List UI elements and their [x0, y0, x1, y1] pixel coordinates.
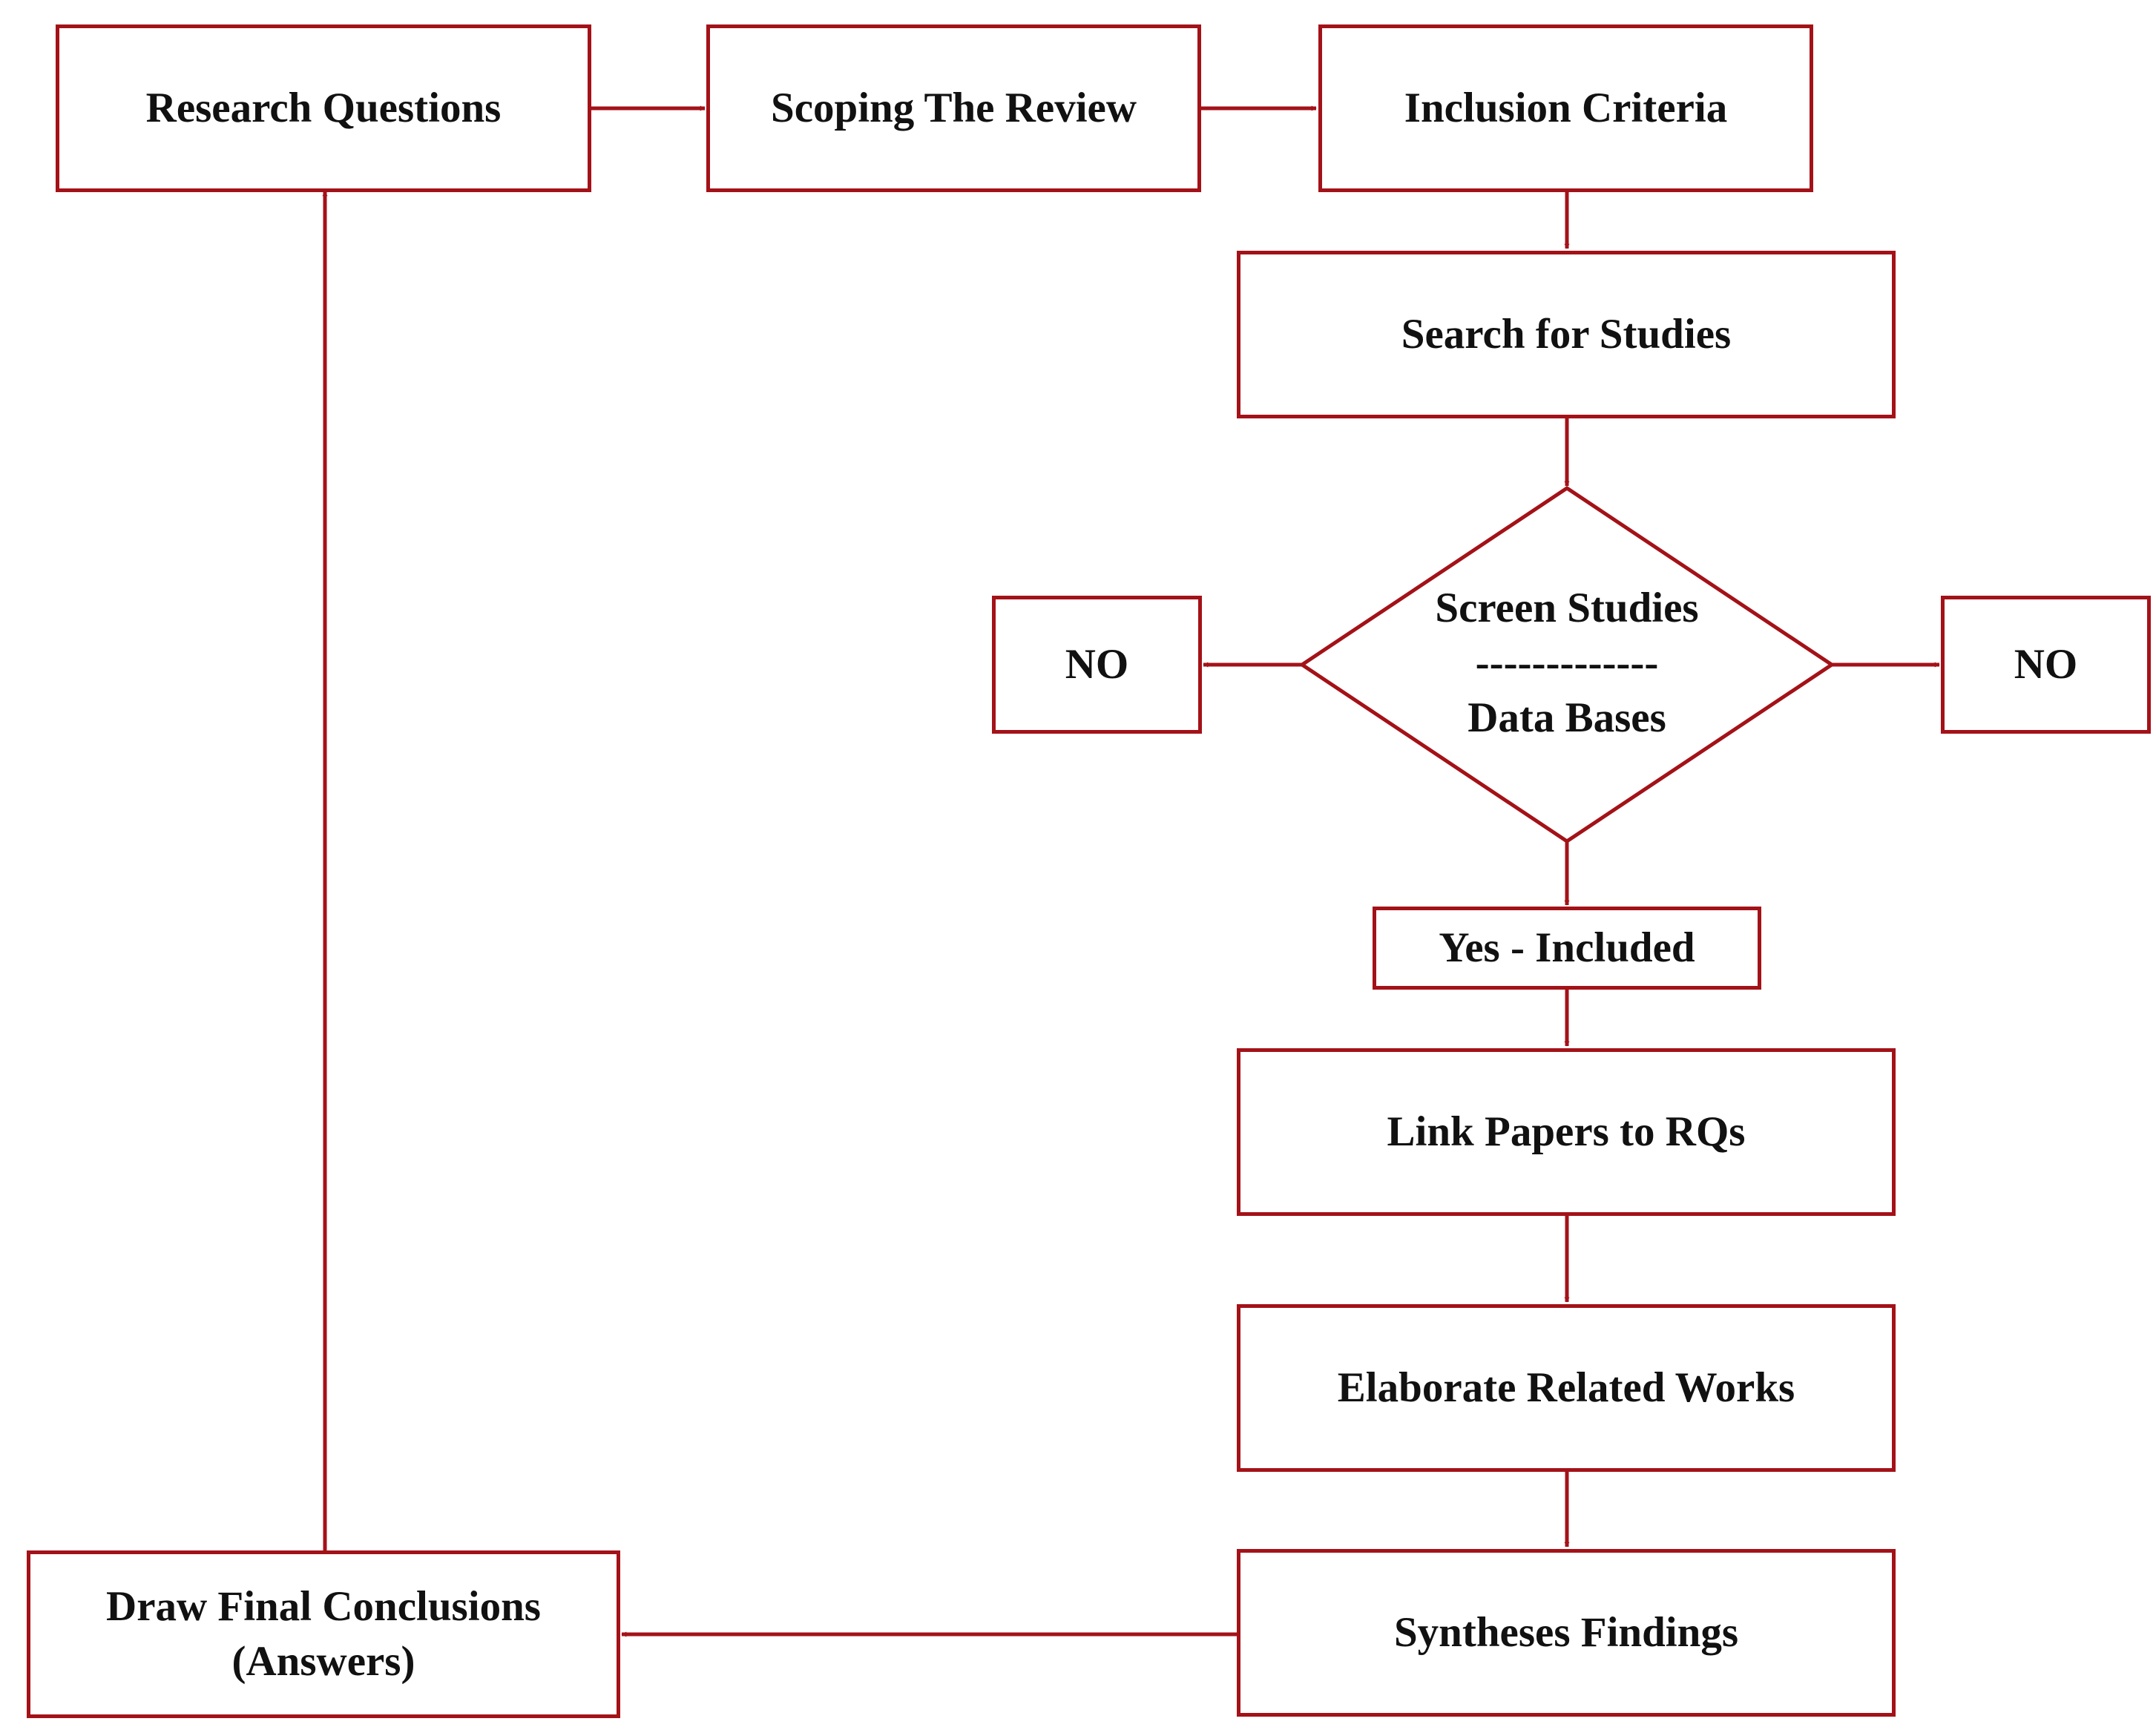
- screen-studies-divider: -------------: [1475, 639, 1659, 687]
- link-papers-label: Link Papers to RQs: [1387, 1108, 1746, 1155]
- syntheses-findings-box: Syntheses Findings: [1237, 1549, 1896, 1717]
- no-right-label: NO: [2014, 640, 2078, 688]
- screen-studies-label: Screen Studies ------------- Data Bases: [1435, 581, 1698, 746]
- research-questions-label: Research Questions: [145, 84, 502, 131]
- no-left-label: NO: [1065, 640, 1129, 688]
- draw-conclusions-label: Draw Final Conclusions: [106, 1582, 541, 1630]
- search-studies-box: Search for Studies: [1237, 251, 1896, 418]
- elaborate-works-box: Elaborate Related Works: [1237, 1304, 1896, 1472]
- search-studies-label: Search for Studies: [1401, 310, 1732, 358]
- yes-included-box: Yes - Included: [1373, 907, 1761, 990]
- no-right-box: NO: [1941, 596, 2151, 734]
- research-questions-box: Research Questions: [56, 24, 591, 192]
- screen-studies-subtitle: Data Bases: [1468, 694, 1666, 742]
- draw-conclusions-answers: (Answers): [231, 1638, 415, 1685]
- no-left-box: NO: [992, 596, 1202, 734]
- inclusion-criteria-label: Inclusion Criteria: [1404, 84, 1728, 131]
- draw-conclusions-box: Draw Final Conclusions (Answers): [27, 1550, 620, 1718]
- scoping-review-box: Scoping The Review: [706, 24, 1201, 192]
- inclusion-criteria-box: Inclusion Criteria: [1318, 24, 1813, 192]
- scoping-review-label: Scoping The Review: [771, 84, 1137, 131]
- yes-included-label: Yes - Included: [1439, 924, 1695, 971]
- screen-studies-diamond: [1298, 485, 1835, 844]
- screen-studies-title: Screen Studies: [1435, 585, 1699, 631]
- elaborate-works-label: Elaborate Related Works: [1337, 1364, 1795, 1411]
- link-papers-box: Link Papers to RQs: [1237, 1048, 1896, 1216]
- syntheses-findings-label: Syntheses Findings: [1393, 1608, 1739, 1656]
